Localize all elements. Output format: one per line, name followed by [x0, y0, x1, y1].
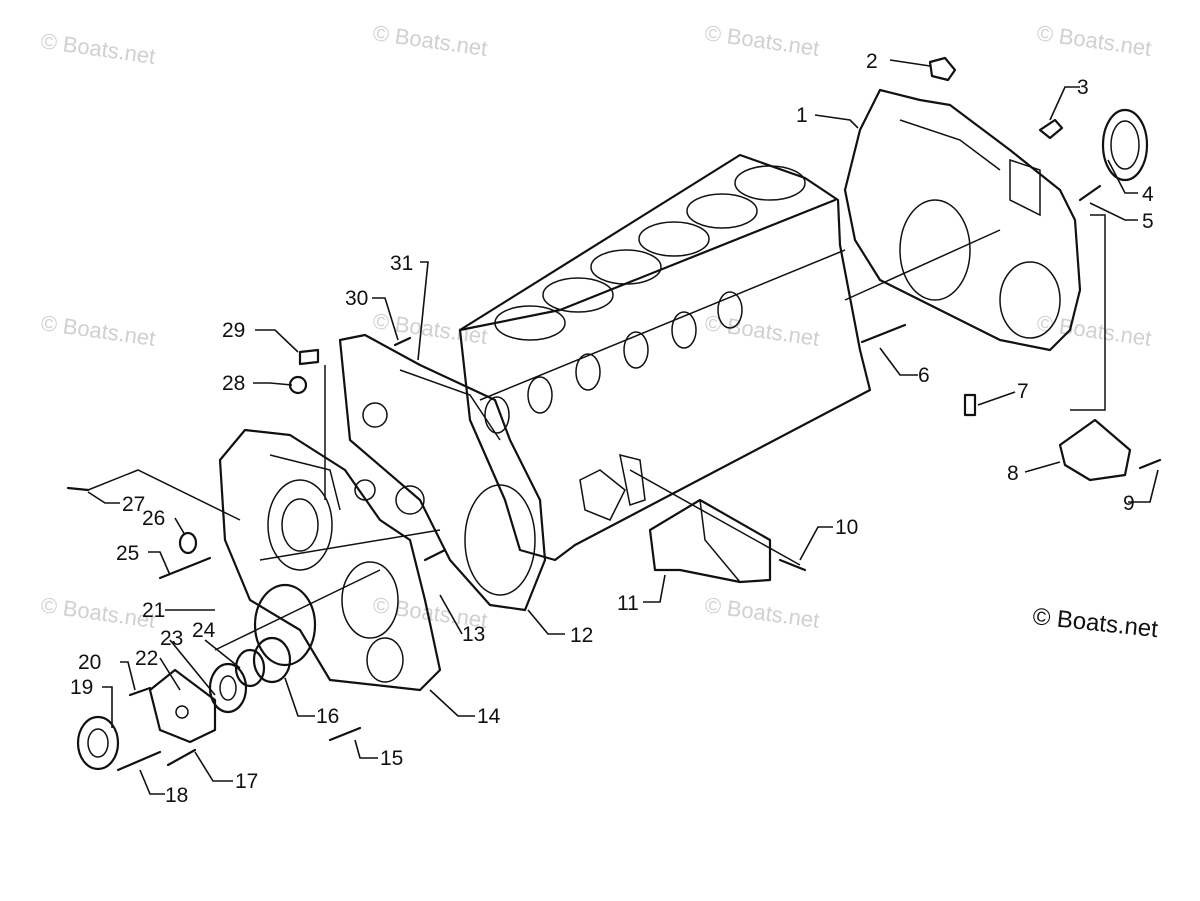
callout-1: 1	[796, 104, 808, 127]
watermark-text: © Boats.net	[39, 28, 157, 69]
callout-30: 30	[345, 287, 368, 310]
callout-6: 6	[918, 364, 930, 387]
small-parts-right	[860, 56, 1162, 482]
callout-25: 25	[116, 542, 139, 565]
callout-16: 16	[316, 705, 339, 728]
watermark-text: © Boats.net	[703, 20, 821, 61]
callout-13: 13	[462, 623, 485, 646]
watermark-text: © Boats.net	[1035, 310, 1153, 351]
watermark-text: © Boats.net	[1035, 20, 1153, 61]
callout-3: 3	[1077, 76, 1089, 99]
callout-7: 7	[1017, 380, 1029, 403]
callout-14: 14	[477, 705, 501, 728]
callout-5: 5	[1142, 210, 1154, 233]
copyright-notice: © Boats.net	[1031, 603, 1159, 643]
callout-29: 29	[222, 319, 245, 342]
callout-20: 20	[78, 651, 101, 674]
callout-4: 4	[1142, 183, 1154, 206]
callout-19: 19	[70, 676, 93, 699]
callout-22: 22	[135, 647, 158, 670]
callout-labels: 1 2 3 4 5 6 7 8 9 10 11 12 13 14 15 16 1…	[70, 50, 1154, 807]
watermark-text: © Boats.net	[39, 310, 157, 351]
callout-11: 11	[617, 592, 639, 615]
callout-2: 2	[866, 50, 878, 73]
callout-15: 15	[380, 747, 403, 770]
callout-27: 27	[122, 493, 145, 516]
watermarks: © Boats.net © Boats.net © Boats.net © Bo…	[39, 20, 1153, 633]
watermark-text: © Boats.net	[703, 310, 821, 351]
callout-23: 23	[160, 627, 183, 650]
callout-21: 21	[142, 599, 165, 622]
callout-17: 17	[235, 770, 258, 793]
callout-9: 9	[1123, 492, 1135, 515]
assembly-lines	[87, 214, 1106, 651]
mounting-bracket	[648, 498, 807, 584]
watermark-text: © Boats.net	[703, 592, 821, 633]
flywheel-housing	[843, 88, 1082, 352]
gasket-plate	[338, 333, 547, 612]
callout-24: 24	[192, 619, 216, 642]
callout-28: 28	[222, 372, 245, 395]
callout-8: 8	[1007, 462, 1019, 485]
watermark-text: © Boats.net	[371, 20, 489, 61]
bolts	[66, 336, 447, 772]
watermark-text: © Boats.net	[39, 592, 157, 633]
callout-18: 18	[165, 784, 188, 807]
callout-26: 26	[142, 507, 165, 530]
callout-31: 31	[390, 252, 413, 275]
callout-12: 12	[570, 624, 593, 647]
leader-lines	[87, 59, 1159, 795]
engine-block	[458, 153, 872, 562]
callout-10: 10	[835, 516, 858, 539]
